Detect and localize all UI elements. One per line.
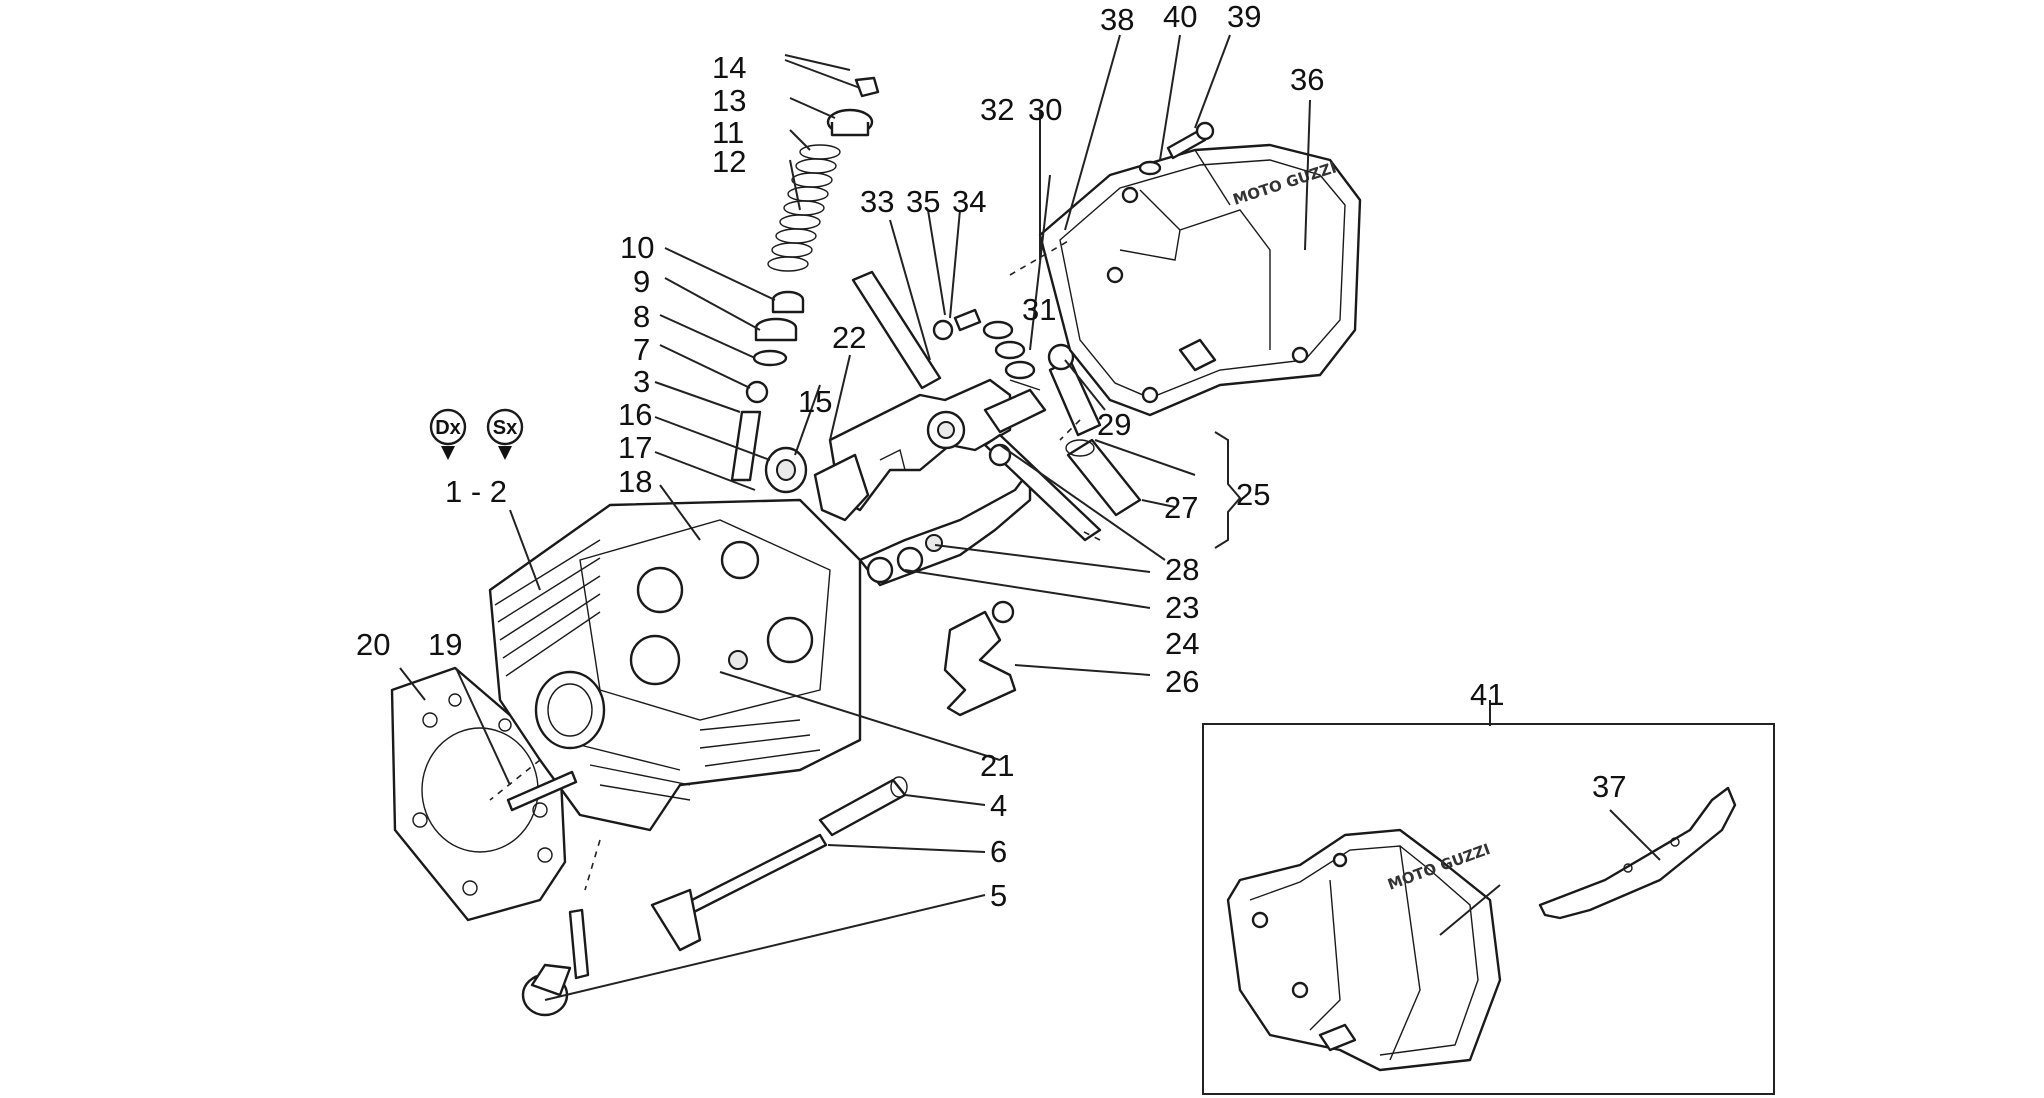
- label-34: 34: [952, 184, 986, 219]
- label-32: 32: [980, 92, 1014, 127]
- spring-parts-30-32: [982, 320, 1041, 391]
- bolt-part-39: [1166, 121, 1215, 160]
- label-33: 33: [860, 184, 894, 219]
- part-labels: 14 13 11 12 10 9 8 7 3 16 17 18 15 22 33…: [356, 0, 1626, 913]
- rocker-arm-part-24: [858, 468, 1032, 587]
- side-tag-right-text: Dx: [435, 417, 461, 439]
- label-31: 31: [1022, 292, 1056, 327]
- label-14: 14: [712, 50, 746, 85]
- shaft-part-27: [1048, 358, 1142, 517]
- leader-lines: [399, 34, 1661, 1001]
- label-9: 9: [633, 264, 650, 299]
- label-41: 41: [1470, 677, 1504, 712]
- label-18: 18: [618, 464, 652, 499]
- rocker-support-part-22: [813, 378, 1012, 522]
- exhaust-valve-part-6: [650, 833, 828, 952]
- label-37: 37: [1592, 769, 1626, 804]
- label-8: 8: [633, 299, 650, 334]
- label-1-2: 1 - 2: [445, 474, 507, 509]
- intake-valve-part-5: [521, 908, 590, 1017]
- inset-kit-part-41: MOTO GUZZI: [1202, 723, 1775, 1095]
- push-rod-part-33: [851, 270, 942, 390]
- label-15: 15: [798, 384, 832, 419]
- rocker-shaft-part-28: [983, 388, 1102, 542]
- side-tag-right: Dx: [429, 408, 467, 460]
- label-35: 35: [906, 184, 940, 219]
- label-20: 20: [356, 627, 390, 662]
- label-19: 19: [428, 627, 462, 662]
- label-7: 7: [633, 332, 650, 367]
- bolt-parts-34-35: [932, 308, 982, 341]
- side-tag-left: Sx: [486, 408, 524, 460]
- label-3: 3: [633, 364, 650, 399]
- label-16: 16: [618, 397, 652, 432]
- cylinder-head-part-1-2: [488, 498, 862, 832]
- label-30: 30: [1028, 92, 1062, 127]
- label-40: 40: [1163, 0, 1197, 34]
- label-4: 4: [990, 788, 1007, 823]
- label-17: 17: [618, 430, 652, 465]
- label-21: 21: [980, 748, 1014, 783]
- gasket-bar-part-37: [1538, 786, 1737, 920]
- label-38: 38: [1100, 2, 1134, 37]
- label-29: 29: [1097, 407, 1131, 442]
- valve-guide-part-4: [818, 776, 908, 837]
- side-tag-left-text: Sx: [493, 417, 517, 439]
- washer-part-40: [1138, 160, 1162, 176]
- label-24: 24: [1165, 626, 1199, 661]
- label-22: 22: [832, 320, 866, 355]
- label-23: 23: [1165, 590, 1199, 625]
- label-27: 27: [1164, 490, 1198, 525]
- rocker-cover-part-36: MOTO GUZZI: [1038, 143, 1362, 417]
- label-13: 13: [712, 83, 746, 118]
- label-36: 36: [1290, 62, 1324, 97]
- valve-spring-stack: [730, 76, 880, 494]
- clip-part-26: [943, 600, 1017, 717]
- label-6: 6: [990, 834, 1007, 869]
- label-5: 5: [990, 878, 1007, 913]
- label-11: 11: [712, 115, 744, 150]
- label-28: 28: [1165, 552, 1199, 587]
- label-26: 26: [1165, 664, 1199, 699]
- label-12: 12: [712, 144, 746, 179]
- label-39: 39: [1227, 0, 1261, 34]
- label-10: 10: [620, 230, 654, 265]
- label-25: 25: [1236, 477, 1270, 512]
- valve-19-stub: [506, 770, 578, 812]
